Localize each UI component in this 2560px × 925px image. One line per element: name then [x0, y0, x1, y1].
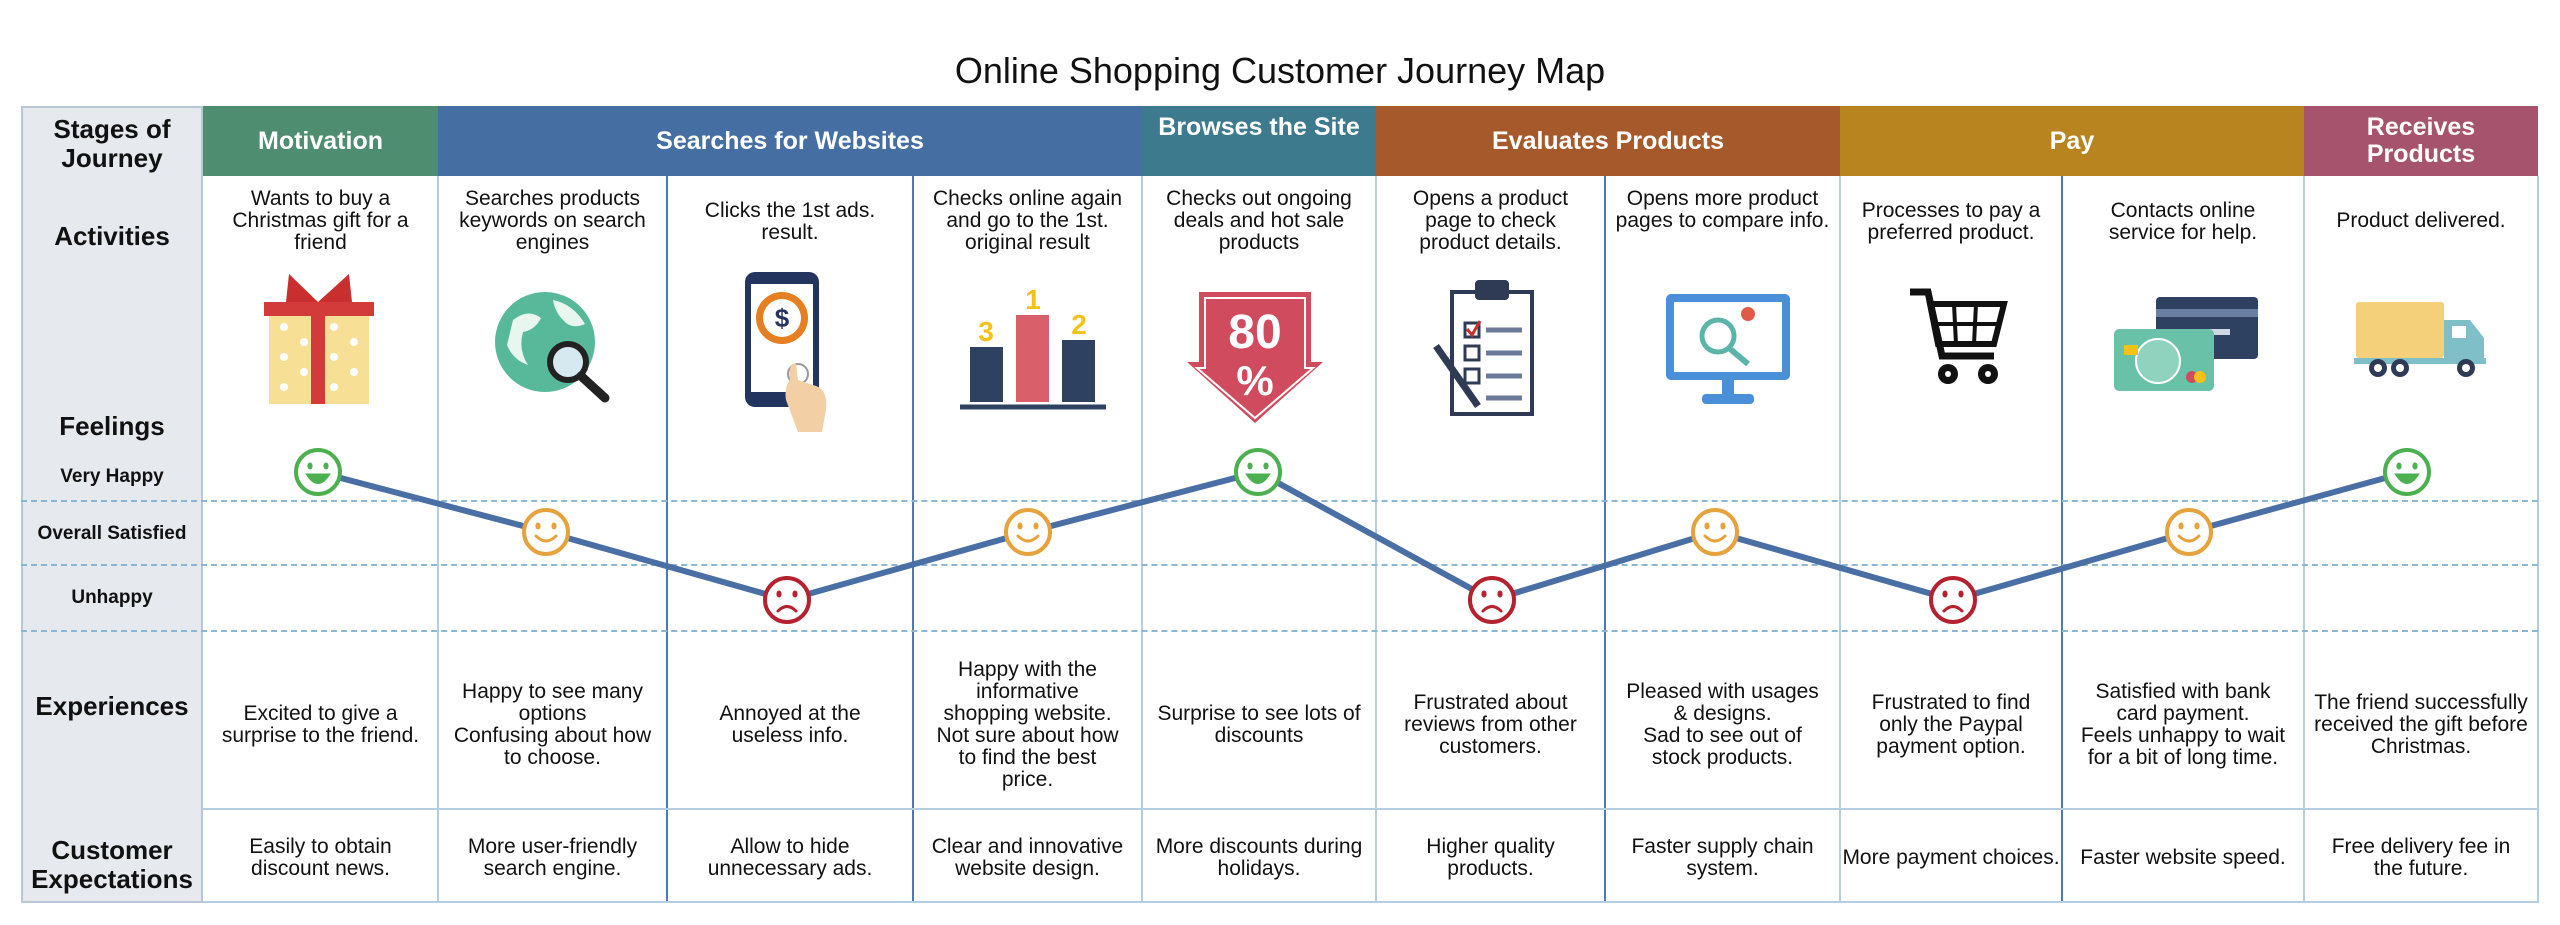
experience-text: Satisfied with bank card payment. Feels …: [2080, 680, 2286, 769]
experience-text: Happy with the informative shopping webs…: [936, 658, 1119, 791]
expectation-text: More discounts during holidays.: [1155, 834, 1363, 880]
column-divider: [912, 176, 914, 903]
stage-header-browses: Browses the Site: [1142, 106, 1376, 176]
rank-label: 3: [978, 316, 994, 347]
activity-text: Opens a product page to check product de…: [1412, 187, 1569, 254]
label-customer-expectations: Customer Expectations: [31, 835, 193, 894]
activity-text: Searches products keywords on search eng…: [459, 187, 646, 254]
activity-text: Wants to buy a Christmas gift for a frie…: [232, 187, 409, 254]
column-divider: [1604, 176, 1606, 903]
label-activities: Activities: [54, 221, 170, 251]
ranking-chart-icon: 3 1 2: [960, 284, 1106, 410]
stage-header-motivation: Motivation: [203, 106, 438, 176]
expectation-text: Higher quality products.: [1426, 834, 1555, 880]
experience-text: Happy to see many options Confusing abou…: [453, 680, 652, 769]
delivery-truck-icon: [2354, 302, 2486, 377]
rank-label: 1: [1025, 284, 1041, 315]
discount-arrow-icon: 80 %: [1187, 292, 1323, 423]
label-stages: Stages of Journey: [53, 114, 171, 173]
expectation-text: More payment choices.: [1842, 845, 2060, 869]
discount-unit: %: [1236, 357, 1273, 404]
very-happy-face-icon: [2383, 448, 2431, 496]
activity-text: Opens more product pages to compare info…: [1615, 187, 1830, 232]
rank-label: 2: [1071, 309, 1087, 340]
unhappy-face-icon: [1468, 576, 1516, 624]
activity-text: Contacts online service for help.: [2108, 199, 2258, 244]
experience-text: The friend successfully received the gif…: [2314, 691, 2528, 758]
expectation-text: Free delivery fee in the future.: [2331, 834, 2511, 880]
monitor-search-icon: [1666, 294, 1790, 404]
very-happy-face-icon: [1234, 448, 1282, 496]
expectation-text: More user-friendly search engine.: [467, 834, 638, 880]
discount-number: 80: [1228, 306, 1281, 359]
phone-dollar-icon: $: [745, 272, 827, 432]
shopping-cart-icon: [1910, 288, 2008, 384]
column-divider: [2303, 176, 2305, 903]
column-divider: [437, 176, 439, 903]
column-divider: [1141, 176, 1143, 903]
label-very-happy: Very Happy: [60, 466, 164, 487]
feeling-level-line: [21, 630, 2538, 632]
satisfied-face-icon: [2165, 508, 2213, 556]
expectation-text: Clear and innovative website design.: [931, 834, 1124, 880]
row-divider: [203, 901, 2538, 903]
row-label-column: [21, 106, 203, 903]
column-divider: [2537, 176, 2539, 903]
gift-icon: [264, 274, 374, 404]
checklist-icon: [1433, 280, 1534, 416]
svg-text:$: $: [775, 303, 790, 333]
experience-text: Frustrated about reviews from other cust…: [1404, 691, 1577, 758]
experience-text: Excited to give a surprise to the friend…: [221, 702, 420, 747]
page-title: Online Shopping Customer Journey Map: [954, 50, 1606, 91]
feeling-level-line: [21, 564, 2538, 566]
stage-header-searches: Searches for Websites: [438, 106, 1142, 176]
label-experiences: Experiences: [35, 691, 189, 721]
unhappy-face-icon: [763, 576, 811, 624]
satisfied-face-icon: [522, 508, 570, 556]
stage-header-receives: Receives Products: [2304, 106, 2538, 176]
column-divider: [666, 176, 668, 903]
activity-text: Checks out ongoing deals and hot sale pr…: [1166, 187, 1352, 254]
stage-header-evaluates: Evaluates Products: [1376, 106, 1840, 176]
experience-text: Frustrated to find only the Paypal payme…: [1871, 691, 2031, 758]
activity-text: Checks online again and go to the 1st. o…: [932, 187, 1123, 254]
satisfied-face-icon: [1691, 508, 1739, 556]
label-overall-satisfied: Overall Satisfied: [37, 523, 187, 544]
very-happy-face-icon: [294, 448, 342, 496]
activity-text: Product delivered.: [2336, 209, 2506, 232]
label-feelings: Feelings: [59, 411, 165, 441]
experience-text: Surprise to see lots of discounts: [1157, 702, 1361, 747]
experience-text: Annoyed at the useless info.: [719, 702, 861, 747]
credit-card-icon: [2114, 297, 2258, 391]
expectation-text: Easily to obtain discount news.: [249, 834, 392, 880]
column-divider: [1839, 176, 1841, 903]
experience-text: Pleased with usages & designs. Sad to se…: [1626, 680, 1819, 769]
unhappy-face-icon: [1929, 576, 1977, 624]
label-unhappy: Unhappy: [71, 587, 153, 608]
column-divider: [2061, 176, 2063, 903]
feeling-level-line: [21, 500, 2538, 502]
stage-header-pay: Pay: [1840, 106, 2304, 176]
satisfied-face-icon: [1004, 508, 1052, 556]
row-divider: [203, 808, 2538, 810]
expectation-text: Faster website speed.: [2080, 845, 2286, 869]
activity-text: Processes to pay a preferred product.: [1861, 199, 2041, 244]
activity-text: Clicks the 1st ads. result.: [704, 199, 876, 244]
expectation-text: Allow to hide unnecessary ads.: [707, 834, 873, 880]
expectation-text: Faster supply chain system.: [1631, 834, 1814, 880]
globe-search-icon: [495, 292, 610, 403]
